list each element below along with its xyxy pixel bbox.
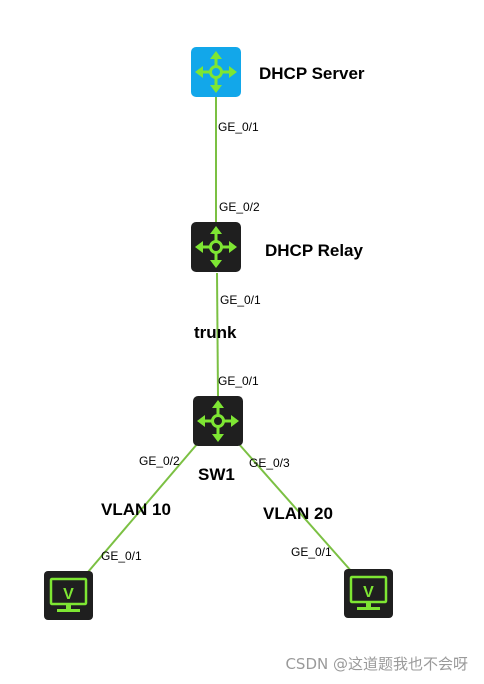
vlan10-label: VLAN 10 xyxy=(101,500,171,519)
pc-left-node[interactable]: V xyxy=(44,571,93,620)
router-icon xyxy=(191,222,241,272)
monitor-glyph: V xyxy=(363,584,374,601)
pc-right-node[interactable]: V xyxy=(344,569,393,618)
sw1-node[interactable] xyxy=(193,396,243,446)
router-icon xyxy=(191,47,241,97)
port-label-relay-ge01: GE_0/1 xyxy=(220,293,261,307)
port-label-server-ge01: GE_0/1 xyxy=(218,120,259,134)
monitor-icon xyxy=(349,575,388,610)
dhcp-server-node[interactable] xyxy=(191,47,241,97)
dhcp-relay-node[interactable] xyxy=(191,222,241,272)
vlan20-label: VLAN 20 xyxy=(263,504,333,523)
port-label-pc-left-ge01: GE_0/1 xyxy=(101,549,142,563)
watermark: CSDN @这道题我也不会呀 xyxy=(285,655,468,673)
port-label-pc-right-ge01: GE_0/1 xyxy=(291,545,332,559)
monitor-glyph: V xyxy=(63,586,74,603)
switch-icon xyxy=(193,396,243,446)
link-sw1-pc-right xyxy=(237,442,353,573)
port-label-relay-ge02: GE_0/2 xyxy=(219,200,260,214)
dhcp-server-label: DHCP Server xyxy=(259,64,365,83)
port-label-sw1-ge02: GE_0/2 xyxy=(139,454,180,468)
link-relay-sw1 xyxy=(216,272,219,397)
port-label-sw1-ge03: GE_0/3 xyxy=(249,456,290,470)
dhcp-relay-label: DHCP Relay xyxy=(265,241,363,260)
sw1-label: SW1 xyxy=(198,465,235,484)
port-label-sw1-ge01: GE_0/1 xyxy=(218,374,259,388)
link-sw1-pc-left xyxy=(87,442,199,573)
monitor-icon xyxy=(49,577,88,612)
trunk-label: trunk xyxy=(194,323,237,342)
